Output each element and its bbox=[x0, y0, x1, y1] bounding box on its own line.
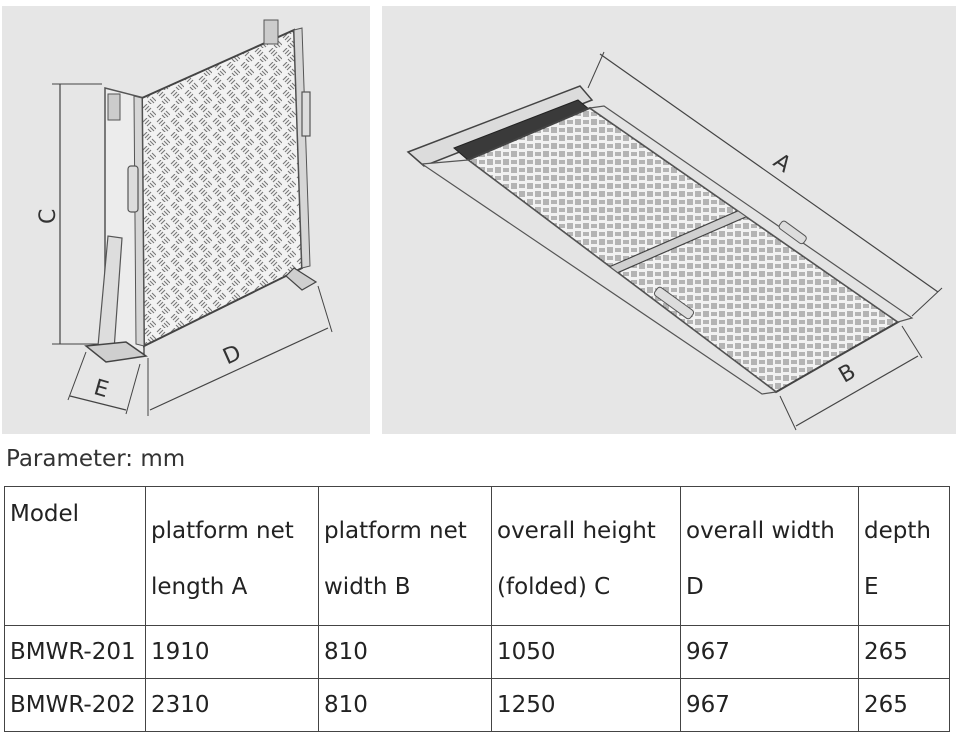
parameter-unit-caption: Parameter: mm bbox=[6, 446, 186, 472]
table-row: BMWR-201 1910 810 1050 967 265 bbox=[4, 625, 950, 679]
cell-width: 810 bbox=[318, 678, 492, 732]
cell-length: 2310 bbox=[145, 678, 319, 732]
unfolded-ramp-drawing: A B bbox=[382, 6, 956, 434]
cell-model: BMWR-201 bbox=[4, 625, 146, 679]
table-row: BMWR-202 2310 810 1250 967 265 bbox=[4, 678, 950, 732]
cell-overall-width: 967 bbox=[680, 678, 859, 732]
cell-width: 810 bbox=[318, 625, 492, 679]
dim-label-c: C bbox=[36, 209, 61, 224]
dim-label-e: E bbox=[91, 375, 111, 403]
dim-label-b: B bbox=[835, 359, 861, 388]
cell-height: 1050 bbox=[491, 625, 681, 679]
cell-model: BMWR-202 bbox=[4, 678, 146, 732]
cell-depth: 265 bbox=[858, 625, 950, 679]
cell-height: 1250 bbox=[491, 678, 681, 732]
header-overall-height: overall height(folded) C bbox=[491, 486, 681, 626]
dim-label-d: D bbox=[219, 340, 245, 370]
cell-depth: 265 bbox=[858, 678, 950, 732]
cell-length: 1910 bbox=[145, 625, 319, 679]
dim-label-a: A bbox=[769, 149, 796, 178]
folded-ramp-drawing: C D E bbox=[2, 6, 370, 434]
header-model: Model bbox=[4, 486, 146, 626]
cell-overall-width: 967 bbox=[680, 625, 859, 679]
